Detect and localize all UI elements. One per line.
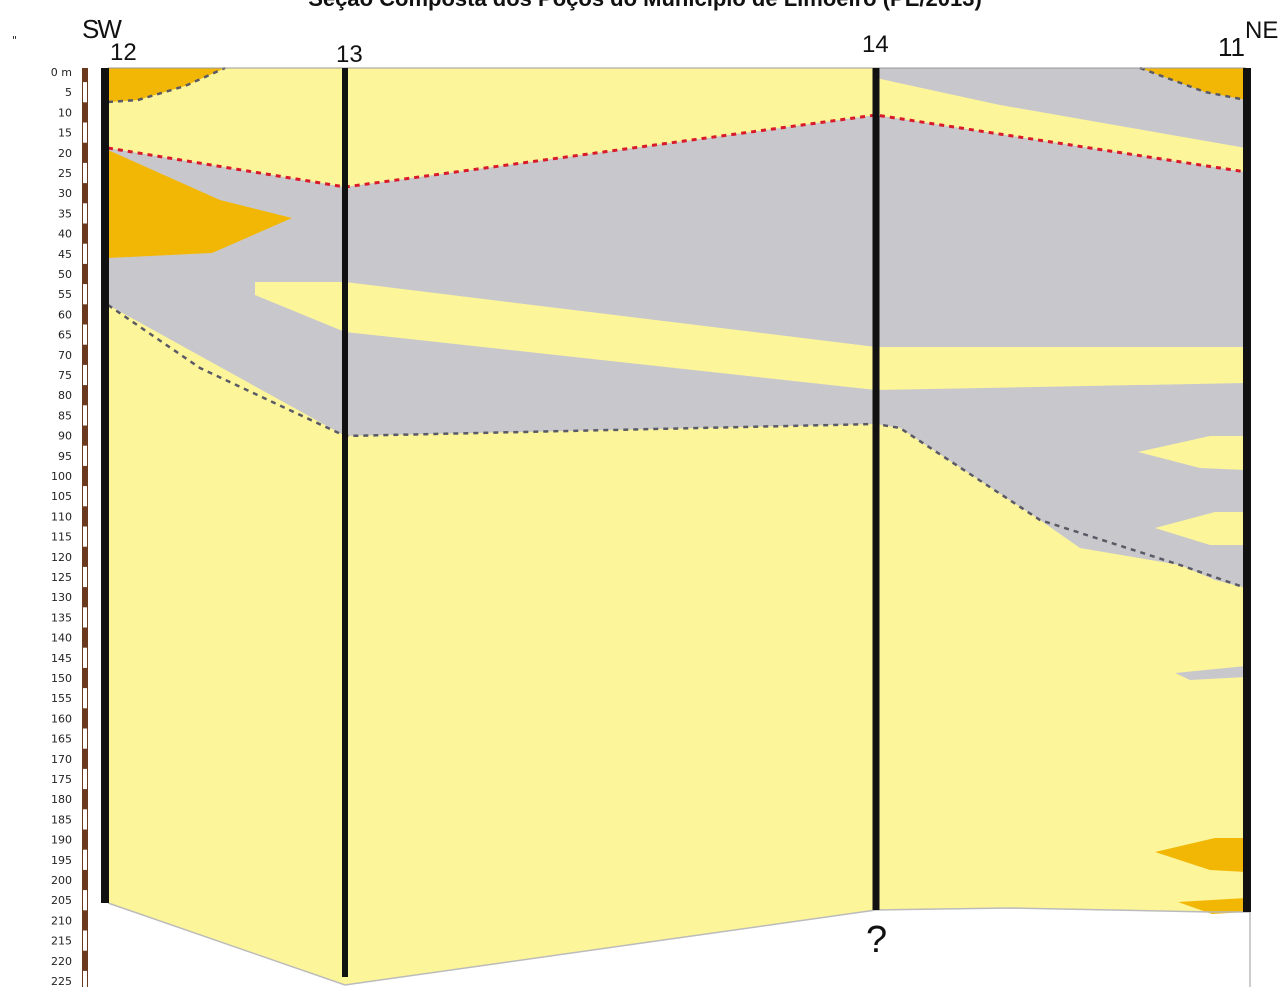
depth-tick-label: 20	[58, 147, 72, 160]
depth-scale-stripe	[83, 607, 87, 628]
depth-tick-labels: 0 m 5 10 15 20 25 30 35 40 45 50 55 60 65 70 75 80 85 90 95…	[51, 66, 72, 987]
layer-dark-sand-lens-bottom	[1178, 898, 1246, 914]
well-14-unknown-mark: ?	[866, 919, 887, 961]
depth-tick-label: 160	[51, 712, 72, 725]
depth-tick-label: 5	[65, 86, 72, 99]
depth-scale-stripe	[83, 122, 87, 143]
layer-dark-sand-lens-195m	[1155, 838, 1246, 872]
depth-scale-stripe	[83, 526, 87, 547]
depth-tick-label: 100	[51, 470, 72, 483]
boundary-gray-dashed-top-left	[107, 66, 226, 104]
depth-scale-stripe	[83, 445, 87, 466]
depth-tick-label: 80	[58, 389, 72, 402]
depth-scale-stripe	[83, 930, 87, 951]
depth-tick-label: 35	[58, 207, 72, 220]
depth-tick-label: 105	[51, 490, 72, 503]
depth-scale-stripe	[83, 364, 87, 386]
layer-sand-lens-right-1	[1138, 436, 1246, 470]
boundary-gray-dashed-top-right	[1139, 66, 1247, 102]
depth-tick-label: 215	[51, 935, 72, 948]
depth-tick-label: 65	[58, 329, 72, 342]
depth-scale-stripe	[83, 243, 87, 264]
depth-tick-label: 225	[51, 975, 72, 987]
depth-tick-label: 40	[58, 228, 72, 241]
depth-tick-label: 220	[51, 955, 72, 968]
depth-tick-label: 110	[51, 510, 72, 523]
depth-scale-stripe	[83, 890, 87, 911]
depth-scale-stripe	[83, 566, 87, 588]
layer-gray-upper-right	[876, 68, 1246, 148]
well-label-12: 12	[110, 39, 137, 66]
depth-scale-stripe	[83, 768, 87, 790]
depth-scale-stripe	[83, 728, 87, 749]
depth-tick-label: 15	[58, 127, 72, 140]
depth-scale-stripe	[83, 809, 87, 830]
depth-tick-label: 150	[51, 672, 72, 685]
depth-tick-label: 170	[51, 753, 72, 766]
depth-tick-label: 140	[51, 632, 72, 645]
depth-scale: 0 m 5 10 15 20 25 30 35 40 45 50 55 60 65 70 75 80 85 90 95…	[51, 66, 88, 987]
depth-tick-label: 165	[51, 733, 72, 746]
depth-tick-label: 55	[58, 288, 72, 301]
depth-tick-label: 85	[58, 409, 72, 422]
depth-tick-label: 125	[51, 571, 72, 584]
depth-tick-label: 175	[51, 773, 72, 786]
layer-gray-lens-150m	[1175, 666, 1246, 680]
depth-tick-label: 50	[58, 268, 72, 281]
section-bottom-outline	[107, 902, 1250, 986]
depth-tick-label: 45	[58, 248, 72, 261]
depth-tick-label: 60	[58, 308, 72, 321]
orientation-ne: NE	[1245, 17, 1278, 44]
depth-tick-label: 10	[58, 106, 72, 119]
depth-scale-stripe	[83, 486, 87, 507]
boundary-gray-dashed-lower	[107, 303, 1247, 590]
layer-sand-lens-upper	[255, 282, 1246, 390]
depth-tick-label: 25	[58, 167, 72, 180]
well-label-13: 13	[336, 41, 363, 68]
depth-tick-label: 90	[58, 430, 72, 443]
depth-tick-label: 180	[51, 793, 72, 806]
depth-tick-label: 195	[51, 854, 72, 867]
depth-tick-label: 130	[51, 591, 72, 604]
depth-tick-label: 75	[58, 369, 72, 382]
depth-tick-label: 135	[51, 611, 72, 624]
depth-tick-label: 120	[51, 551, 72, 564]
layer-sand-lens-right-2	[1155, 512, 1246, 545]
layer-dark-sand-top-left	[108, 68, 225, 102]
depth-tick-label: 210	[51, 914, 72, 927]
depth-scale-stripe	[83, 647, 87, 668]
depth-scale-stripe	[83, 284, 87, 305]
depth-scale-stripe	[83, 688, 87, 709]
depth-tick-label: 0 m	[51, 66, 72, 79]
depth-scale-stripe	[83, 162, 87, 184]
depth-tick-label: 190	[51, 834, 72, 847]
boundary-lines	[107, 66, 1247, 590]
depth-tick-label: 185	[51, 813, 72, 826]
orientation-sw: SW	[82, 14, 122, 44]
depth-tick-label: 70	[58, 349, 72, 362]
depth-tick-label: 95	[58, 450, 72, 463]
depth-tick-label: 200	[51, 874, 72, 887]
depth-tick-label: 205	[51, 894, 72, 907]
depth-tick-label: 115	[51, 531, 72, 544]
depth-scale-stripe	[83, 405, 87, 426]
depth-scale-stripe	[83, 324, 87, 345]
depth-tick-label: 145	[51, 652, 72, 665]
depth-scale-stripe	[83, 970, 87, 987]
layer-dark-sand-top-right	[1140, 68, 1246, 100]
corner-mark: "	[12, 34, 17, 47]
well-label-11: 11	[1218, 32, 1245, 62]
boundary-red-dashed	[107, 113, 1247, 189]
section-layers	[108, 68, 1246, 985]
layer-dark-sand-wedge	[108, 150, 292, 258]
depth-tick-label: 155	[51, 692, 72, 705]
diagram-title: Seção Composta dos Poços do Município de…	[308, 0, 982, 11]
depth-tick-label: 30	[58, 187, 72, 200]
depth-scale-stripe	[83, 82, 87, 103]
wells: 12 13 14 11 ?	[101, 31, 1251, 977]
well-label-14: 14	[862, 31, 889, 58]
depth-scale-stripe	[83, 849, 87, 870]
depth-scale-stripe	[83, 203, 87, 224]
